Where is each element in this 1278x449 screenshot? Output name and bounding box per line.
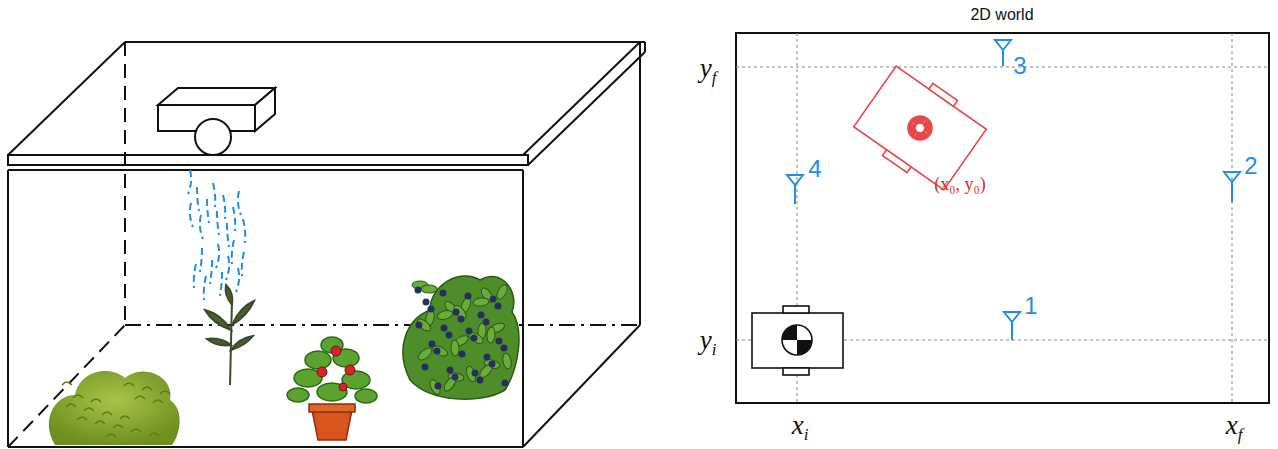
callout-number: 2 (1244, 154, 1257, 178)
blueberry-bush (403, 276, 519, 399)
callout-number: 4 (808, 157, 821, 181)
label-text: (x₀, y₀) (934, 174, 986, 194)
panel-title: 2D world (970, 7, 1033, 23)
callout-number: 1 (1024, 294, 1037, 318)
callout-number: 3 (1013, 54, 1026, 78)
antenna (787, 40, 1240, 340)
water-spray (188, 170, 245, 300)
axis-label: yf (700, 55, 717, 82)
robot-estimate (850, 60, 991, 195)
label-text: 3 (1013, 52, 1026, 79)
gantry-robot (158, 88, 275, 155)
greenhouse (8, 42, 645, 447)
axis-subscript: f (1238, 425, 1243, 444)
sapling (205, 285, 254, 385)
strawberry-plant (287, 337, 377, 440)
axis-label: yi (700, 327, 717, 354)
label-text: 1 (1024, 292, 1037, 319)
axis-subscript: f (712, 68, 717, 87)
axis-label: xf (1226, 412, 1243, 439)
axis-symbol: y (700, 53, 712, 83)
world-border (736, 33, 1269, 403)
axis-symbol: y (700, 325, 712, 355)
axis-subscript: i (804, 425, 809, 444)
position-label: (x₀, y₀) (934, 175, 986, 193)
bush (49, 371, 180, 445)
grid-line (736, 33, 1269, 403)
label-text: 4 (808, 155, 821, 182)
label-text: 2 (1244, 152, 1257, 179)
axis-symbol: x (1226, 410, 1238, 440)
axis-label: xi (792, 412, 809, 439)
axis-subscript: i (712, 340, 717, 359)
robot-start (752, 306, 843, 375)
axis-symbol: x (792, 410, 804, 440)
